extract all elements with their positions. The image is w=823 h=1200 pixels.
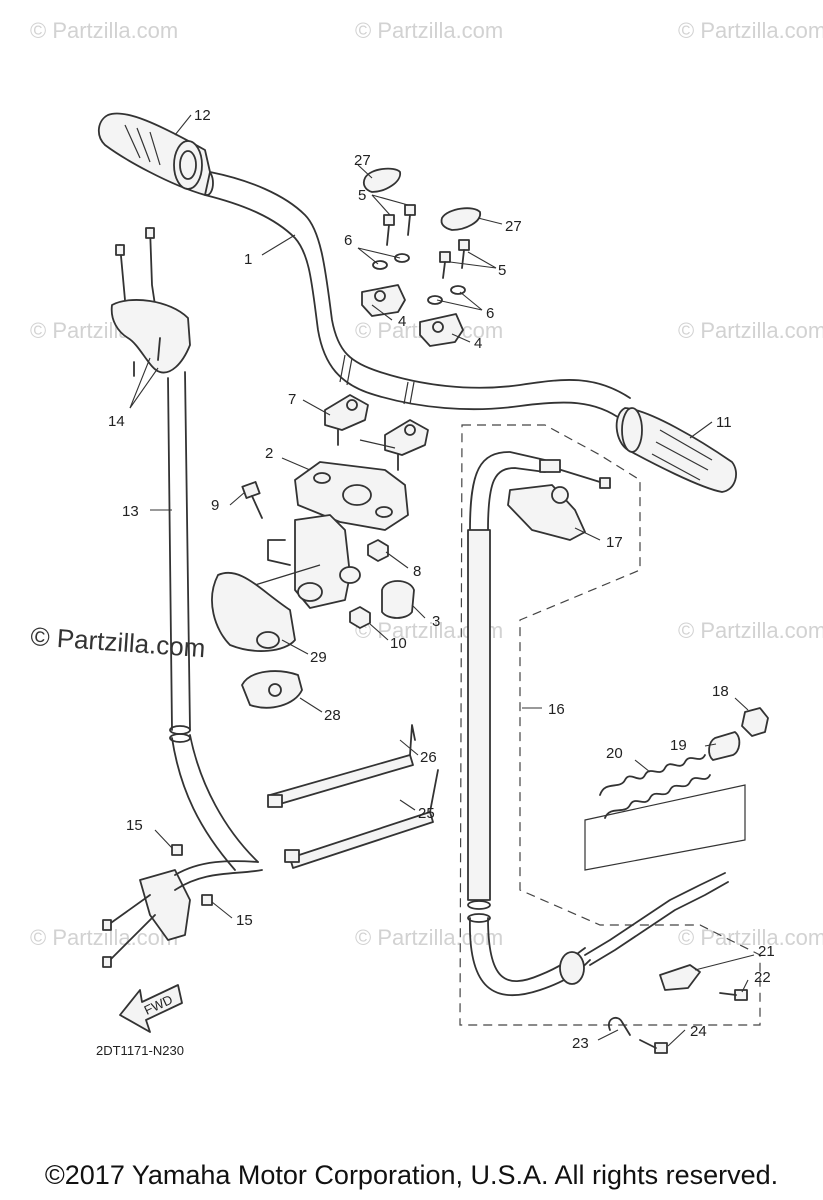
lower-holders [324, 394, 429, 471]
steering-column [254, 514, 361, 609]
callout-5b: 5 [498, 262, 506, 279]
watermark: © Partzilla.com [678, 18, 823, 43]
callout-6b: 6 [486, 305, 494, 322]
upper-holders [361, 284, 464, 347]
callout-4b: 4 [474, 335, 482, 352]
bolt-9 [241, 481, 263, 519]
callout-1: 1 [244, 251, 252, 268]
callout-13: 13 [122, 503, 139, 520]
bolts-and-washers [372, 204, 470, 305]
callout-29: 29 [310, 649, 327, 666]
forward-arrow: FWD [119, 984, 183, 1033]
throttle-lower-bracket [102, 844, 263, 968]
callout-3: 3 [432, 613, 440, 630]
brake-lever [507, 484, 586, 541]
callout-5: 5 [358, 187, 366, 204]
cable-ties [267, 724, 439, 869]
callout-10: 10 [390, 635, 407, 652]
cover-and-clip [211, 571, 303, 709]
watermark: © Partzilla.com [355, 18, 503, 43]
callout-12: 12 [194, 107, 211, 124]
brake-cable [467, 451, 611, 997]
watermark: © Partzilla.com [30, 18, 178, 43]
throttle-cable [110, 227, 259, 871]
callout-17: 17 [606, 534, 623, 551]
callout-6: 6 [344, 232, 352, 249]
callouts: 1 2 3 4 4 5 5 6 6 7 8 9 10 11 12 13 14 1… [108, 107, 775, 1052]
diagram-code: 2DT1171-N230 [96, 1043, 184, 1058]
watermark-large: © Partzilla.com [30, 621, 207, 663]
callout-22: 22 [754, 969, 771, 986]
callout-27b: 27 [505, 218, 522, 235]
callout-7: 7 [288, 391, 296, 408]
callout-27: 27 [354, 152, 371, 169]
callout-8: 8 [413, 563, 421, 580]
callout-26: 26 [420, 749, 437, 766]
callout-14: 14 [108, 413, 125, 430]
left-grip [98, 112, 211, 196]
handlebar-bracket [294, 461, 409, 531]
callout-18: 18 [712, 683, 729, 700]
watermark: © Partzilla.com [678, 618, 823, 643]
callout-24: 24 [690, 1023, 707, 1040]
leader-lines [129, 114, 755, 1047]
callout-4: 4 [398, 313, 406, 330]
cable-adjuster [559, 872, 748, 1054]
spring-assembly [584, 707, 769, 871]
callout-28: 28 [324, 707, 341, 724]
caps [362, 167, 481, 231]
watermark: © Partzilla.com [678, 925, 823, 950]
callout-15b: 15 [236, 912, 253, 929]
cable-group-outline [459, 424, 761, 1026]
callout-25: 25 [418, 805, 435, 822]
callout-23: 23 [572, 1035, 589, 1052]
callout-19: 19 [670, 737, 687, 754]
watermark: © Partzilla.com [355, 925, 503, 950]
callout-21: 21 [758, 943, 775, 960]
callout-20: 20 [606, 745, 623, 762]
right-grip [615, 407, 737, 493]
watermark: © Partzilla.com [678, 318, 823, 343]
nuts-and-clamp [349, 539, 415, 629]
callout-9: 9 [211, 497, 219, 514]
callout-16: 16 [548, 701, 565, 718]
callout-15: 15 [126, 817, 143, 834]
callout-2: 2 [265, 445, 273, 462]
callout-11: 11 [716, 414, 732, 431]
copyright-notice: ©2017 Yamaha Motor Corporation, U.S.A. A… [44, 1160, 779, 1190]
